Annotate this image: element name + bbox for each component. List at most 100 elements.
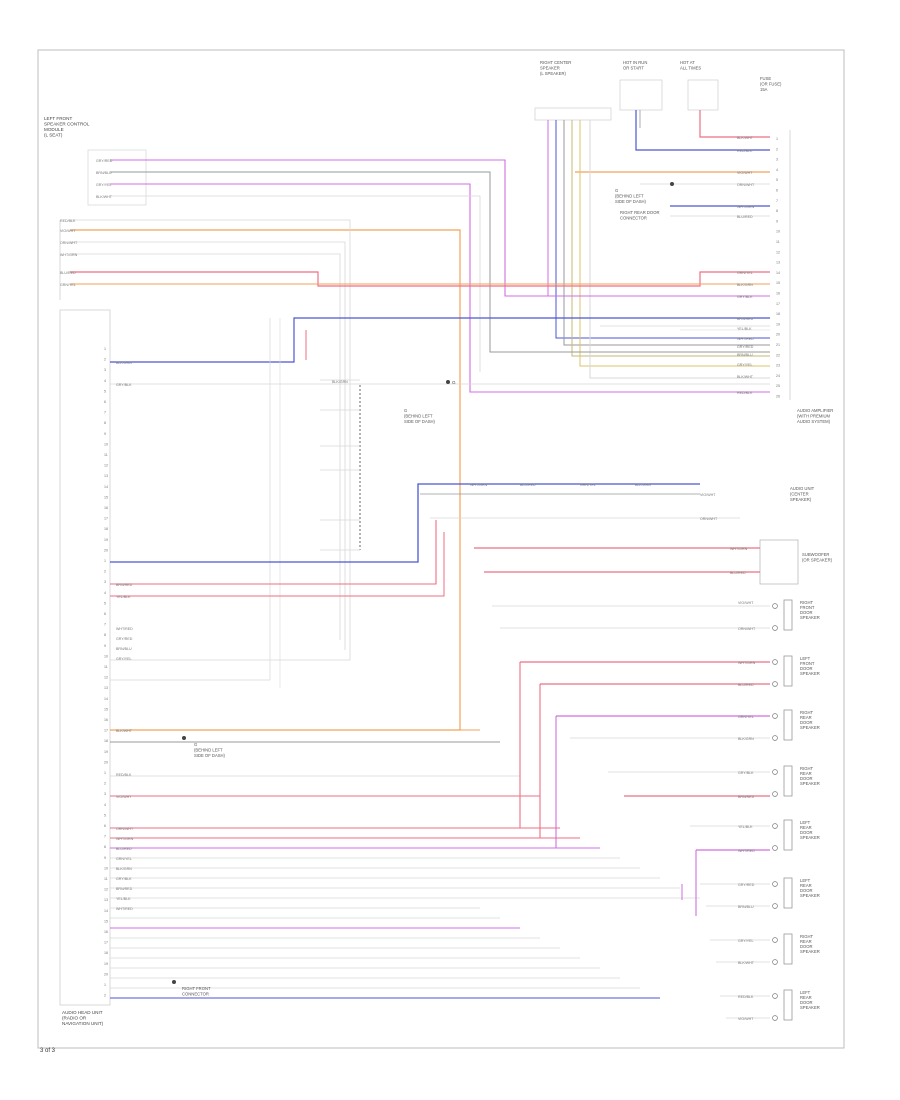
right-ground-label-line-1: G [615,188,618,193]
speaker-1-label-1: RIGHT [800,600,813,605]
speaker-6-label-3: DOOR [800,888,813,893]
speaker-group [772,599,793,1021]
right-pin-4: 4 [776,168,778,172]
splice-label-2: BLU/RED [520,483,536,487]
radio-module-label-line-1: AUDIO HEAD UNIT [62,1010,103,1015]
right-pin-11: 11 [776,240,780,244]
speaker-7-label-3: DOOR [800,944,813,949]
footer-label-line-1: RIGHT FRONT [182,986,211,991]
pin-number-43: 3 [104,792,106,796]
right-pin-12: 12 [776,250,780,254]
pin-number-45: 5 [104,813,106,817]
top-fuse2-label-line-1: FUSE [760,76,771,81]
wire-label-right-2: RED/BLK [737,149,753,153]
pin-number-51: 11 [104,877,108,881]
right-pin-1: 1 [776,137,778,141]
wire-drop-4 [571,120,770,357]
pin-number-23: 3 [104,580,106,584]
pin-number-62: 2 [104,994,106,998]
speaker-8-term-b [772,1015,778,1021]
wire-blue-1 [110,317,770,363]
wire-label-right-15: GRY/YEL [737,363,753,367]
wire-drop-6 [589,120,770,379]
wire-label-right-1: BLK/WHT [737,136,754,140]
wire-left-light-1 [110,195,481,372]
wire-label-left-8: WHT/GRN [60,253,78,257]
pin-number-57: 17 [104,941,108,945]
wire-label-right-13: GRY/RED [737,345,754,349]
speaker-6-term-a [772,881,778,887]
left-module-box [87,149,147,206]
right-module-label-line-3: AUDIO SYSTEM) [797,419,831,424]
antenna-label-line-3: SPEAKER) [790,497,812,502]
speaker-6-label-4: SPEAKER [800,893,820,898]
wire-label-left-24: BLU/RED [116,847,132,851]
right-pin-10: 10 [776,230,780,234]
speaker-3-label-2: REAR [800,715,812,720]
speaker-7-term-b [772,959,778,965]
wire-label-left-18: GRY/YEL [116,657,132,661]
splice-label-4: BLK/GRN [635,483,651,487]
speaker-5-term-a [772,823,778,829]
wire-label-speaker-12: BRN/BLU [738,905,754,909]
radio-module-box [59,309,111,1006]
speaker-4-box [783,765,793,797]
right-pin-21: 21 [776,343,780,347]
pin-number-21: 1 [104,559,106,563]
right-pin-26: 26 [776,395,780,399]
speaker-3-label-3: DOOR [800,720,813,725]
wire-label-left-28: BRN/RED [116,887,133,891]
speaker-1-term-b [772,625,778,631]
pin-number-42: 2 [104,782,106,786]
speaker-4-label-2: REAR [800,771,812,776]
wire-label-left-30: WHT/RED [116,907,133,911]
wire-label-left-27: GRY/BLK [116,877,132,881]
right-ground-label-line-2: (BEHIND LEFT [615,194,644,199]
speaker-7-term-a [772,937,778,943]
speaker-2-label-4: SPEAKER [800,671,820,676]
center-ground-label-line-1: G [404,408,407,413]
speaker-7-label-4: SPEAKER [800,949,820,954]
pin-number-1: 1 [104,347,106,351]
pin-number-50: 10 [104,866,108,870]
right-pin-15: 15 [776,281,780,285]
pin-number-54: 14 [104,909,108,913]
wire-label-right-17: RED/BLK [737,391,753,395]
pin-number-20: 20 [104,548,108,552]
wire-label-speaker-2: ORN/WHT [738,627,756,631]
top-hot-box [619,79,663,111]
pin-number-16: 16 [104,506,108,510]
pin-number-59: 19 [104,962,108,966]
pin-number-24: 4 [104,591,106,595]
pin-number-14: 14 [104,485,108,489]
pin-number-19: 19 [104,538,108,542]
right-pin-9: 9 [776,219,778,223]
speaker-7-label-1: RIGHT [800,934,813,939]
wire-label-left-7: ORN/WHT [60,241,78,245]
right-pin-2: 2 [776,147,778,151]
wire-label-right-9: GRY/BLK [737,295,753,299]
speaker-6-label-1: LEFT [800,878,811,883]
wire-label-left-23: WHT/GRN [116,837,134,841]
wire-label-left-15: WHT/RED [116,627,133,631]
wire-red-1 [70,271,770,287]
pin-number-53: 13 [104,898,108,902]
wire-label-left-12: GRY/BLK [116,383,132,387]
wire-label-left-11: BLK/GRN [116,361,132,365]
pin-number-35: 15 [104,707,108,711]
center-splice-label: BLK/GRN [332,380,348,384]
pin-number-2: 2 [104,358,106,362]
ground-symbol-footer [172,980,176,984]
top-sensor-box [534,107,612,121]
speaker-5-label-4: SPEAKER [800,835,820,840]
splice-label-3: GRN/YEL [580,483,596,487]
speaker-5-label-3: DOOR [800,830,813,835]
speaker-8-label-4: SPEAKER [800,1005,820,1010]
left-module-label-line-3: MODULE [44,127,64,132]
right-ground-label-line-3: SIDE OF DASH) [615,199,647,204]
pin-number-22: 2 [104,570,106,574]
right-pin-3: 3 [776,158,778,162]
footer-label-line-2: CONNECTOR [182,992,209,997]
